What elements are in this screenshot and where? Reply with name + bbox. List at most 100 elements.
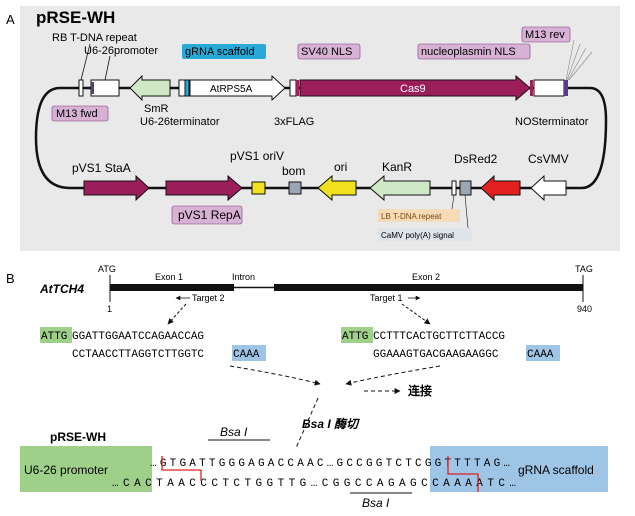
lb-leader: [451, 194, 455, 210]
label-csvmv: CsVMV: [528, 152, 569, 166]
camv-polya-box: [459, 180, 472, 196]
label-start-pos: 1: [107, 304, 112, 314]
label-nos-terminator: NOSterminator: [515, 116, 589, 128]
label-sv40-nls: SV40 NLS: [301, 46, 352, 58]
exon-2-block: [274, 284, 583, 291]
oligo2-top: CCTTTCACTGCTTCTTACCG: [373, 331, 505, 343]
camv-leader: [464, 194, 469, 229]
label-u6-promoter: U6-26promoter: [84, 45, 158, 57]
bom-box: [288, 181, 302, 195]
label-u6-terminator: U6-26terminator: [140, 116, 220, 128]
pvs1-oriv-box: [251, 181, 266, 195]
ligation-dash-right: [345, 365, 441, 386]
label-pvs1-oriv: pVS1 oriV: [230, 149, 284, 163]
oligo2-bottom: GGAAAGTGACGAAGAAGGC: [373, 349, 499, 361]
label-atg: ATG: [98, 264, 116, 274]
label-3xflag: 3xFLAG: [274, 116, 314, 128]
label-smr: SmR: [144, 103, 169, 115]
label-kanr: KanR: [382, 160, 412, 174]
m13-fwd-marker: [91, 82, 94, 94]
label-target-1: Target 1: [370, 293, 403, 303]
pvs1-staa-arrow: [83, 174, 150, 202]
sv40-nls-tag: [297, 43, 361, 60]
gene-name: AtTCH4: [39, 282, 84, 296]
label-m13-rev: M13 rev: [525, 29, 565, 41]
label-nucleoplasmin-nls: nucleoplasmin NLS: [421, 46, 516, 58]
grna-scaffold-region: [430, 446, 608, 492]
oligo1-bottom-overhang-box: [232, 345, 266, 361]
label-exon-2: Exon 2: [412, 272, 440, 282]
m13-rev-tag: [521, 26, 571, 43]
lb-tdna-tag: [378, 209, 460, 222]
m13rev-leader-2: [566, 43, 581, 81]
oligo2-bottom-overhang-box: [526, 345, 560, 361]
label-rb-tdna-repeat: RB T-DNA repeat: [52, 32, 137, 44]
nucleoplasmin-nls-marker: [530, 80, 533, 96]
label-tag: TAG: [575, 264, 593, 274]
m13rev-leader-3: [567, 47, 587, 81]
label-vector: pRSE-WH: [50, 430, 106, 444]
m13-rev-marker: [564, 80, 568, 96]
grna-scaffold-marker: [184, 79, 190, 97]
label-u6-promoter-region: U6-26 promoter: [24, 463, 108, 477]
oligo1-bottom-overhang: CAAA: [233, 349, 260, 361]
label-exon-1: Exon 1: [155, 272, 183, 282]
label-bsai-digest: Bsa I 酶切: [302, 417, 360, 431]
ori-arrow: [317, 174, 357, 202]
oligo2-top-overhang: ATTG: [342, 331, 368, 343]
m13-fwd-tag: [51, 105, 109, 122]
label-atrps5a: AtRPS5A: [210, 84, 253, 95]
panel-a-title: pRSE-WH: [36, 8, 115, 27]
label-bsai-bottom: Bsa I: [362, 496, 390, 510]
u6-prom-leader: [104, 55, 111, 81]
pvs1-repa-tag: [171, 205, 243, 225]
label-lb-tdna-repeat: LB T-DNA repeat: [381, 212, 442, 221]
target-1-dashed: [401, 303, 431, 325]
grna-scaffold-tag: [182, 44, 266, 59]
panel-b-letter: B: [6, 271, 15, 286]
plasmid-loop: [34, 86, 608, 190]
label-pvs1-staa: pVS1 StaA: [72, 161, 131, 175]
m13rev-leader-4: [568, 51, 593, 81]
smr-arrow: [129, 74, 171, 102]
cut-site-left: [161, 456, 202, 481]
panel-a-letter: A: [6, 12, 15, 27]
oligo1-top-overhang-box: [40, 327, 72, 343]
oligo1-top: GGATTGGAATCCAGAACCAG: [72, 331, 204, 343]
label-bom: bom: [282, 164, 305, 178]
label-ori: ori: [334, 160, 347, 174]
label-dsred2: DsRed2: [454, 152, 498, 166]
cas9-arrow: [299, 74, 531, 102]
nos-terminator-box: [533, 79, 565, 97]
3xflag-box: [289, 79, 297, 97]
label-bsai-top: Bsa I: [220, 425, 248, 439]
m13rev-leader-1: [565, 39, 575, 81]
rb-leader: [80, 43, 91, 81]
label-end-pos: 940: [577, 304, 592, 314]
u6-promoter-box: [90, 79, 120, 97]
vector-bottom-strand: …CACTAACCCTCTGGTTG…CGGCCAGAGCCAAAATC…: [112, 478, 516, 490]
rb-tdna-repeat-marker: [78, 79, 84, 97]
csvmv-arrow: [530, 174, 567, 202]
digest-dashed: [295, 397, 319, 449]
target-2-dashed: [167, 303, 187, 325]
nucleoplasmin-nls-tag: [417, 43, 531, 60]
label-grna-scaffold-region: gRNA scaffold: [518, 463, 594, 477]
label-cas9: Cas9: [400, 83, 426, 95]
exon-1-block: [110, 284, 234, 291]
sv40-nls-marker: [296, 80, 299, 96]
dsred2-arrow: [480, 174, 521, 202]
label-camv-polya: CaMV poly(A) signal: [381, 231, 454, 240]
label-ligation: 连接: [408, 383, 432, 398]
label-pvs1-repa: pVS1 RepA: [178, 208, 241, 222]
oligo1-top-overhang: ATTG: [41, 331, 67, 343]
u6-promoter-region: [20, 446, 152, 492]
oligo1-bottom: CCTAACCTTAGGTCTTGGTC: [72, 349, 204, 361]
lb-tdna-repeat-marker: [451, 180, 457, 196]
label-target-2: Target 2: [192, 293, 225, 303]
oligo2-top-overhang-box: [341, 327, 373, 343]
atrps5a-arrow: [189, 74, 286, 102]
cut-site-right: [447, 456, 479, 492]
camv-polya-tag: [378, 228, 472, 241]
